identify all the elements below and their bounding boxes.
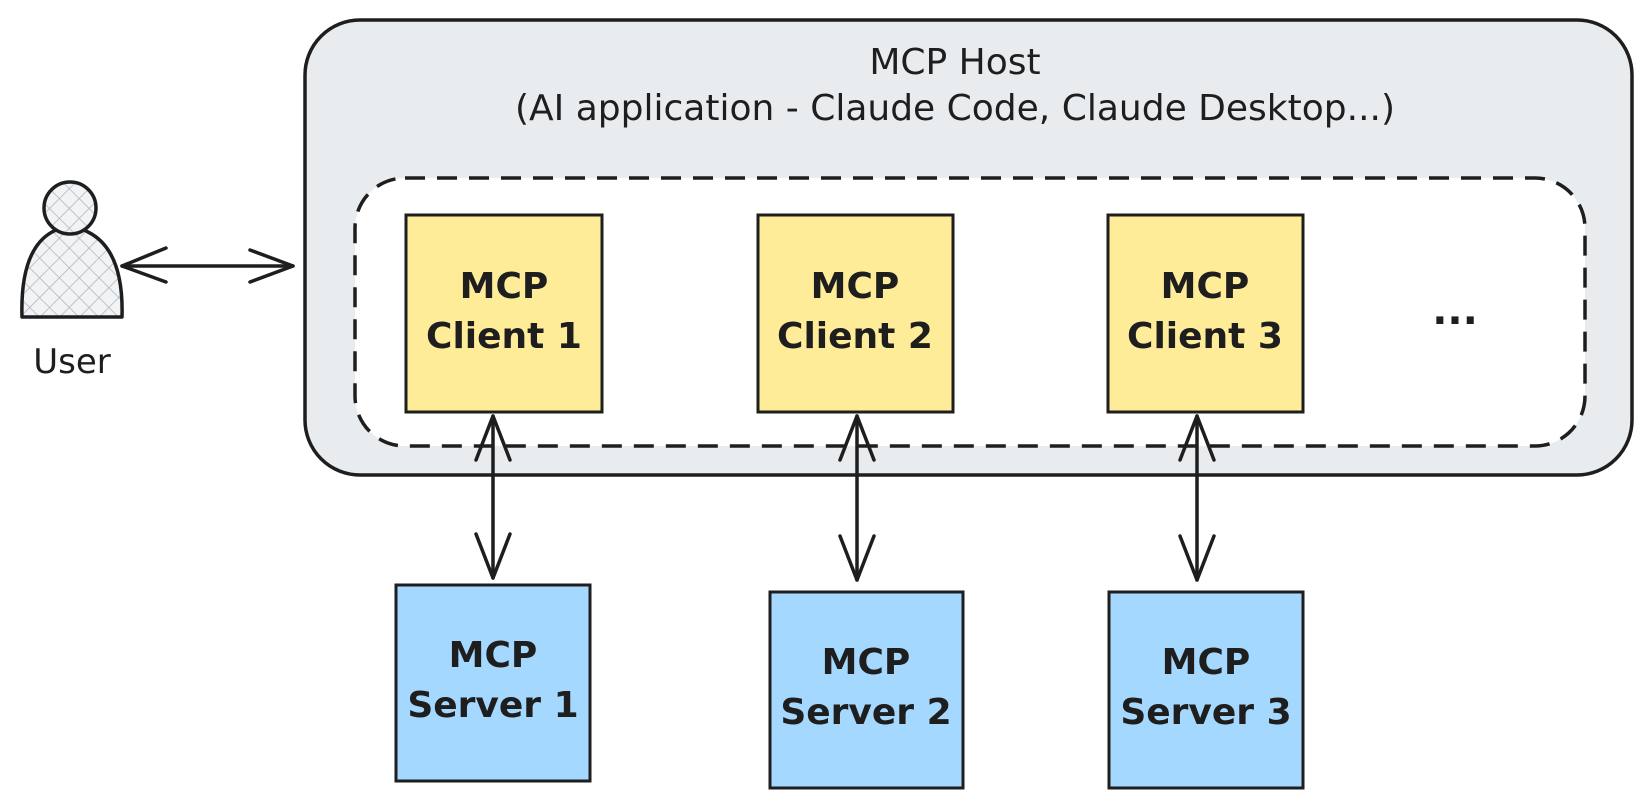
client-3-line1: MCP [1161,266,1250,307]
user-label: User [33,342,111,382]
server-2: MCP Server 2 [768,590,965,790]
mcp-host-title: MCP Host [869,42,1040,83]
more-clients-ellipsis: ... [1432,288,1478,334]
server-1-box [394,583,592,783]
user: User [20,180,124,382]
server-2-box [768,590,965,790]
client-3-line2: Client 3 [1127,316,1283,357]
client-1-line1: MCP [460,266,549,307]
mcp-host-subtitle: (AI application - Claude Code, Claude De… [515,88,1395,129]
user-icon [20,180,124,319]
client-server-arrow-3 [1178,414,1216,582]
server-1-line2: Server 1 [407,685,578,726]
server-3-line1: MCP [1162,642,1251,683]
server-3-box [1107,590,1305,790]
client-3: MCP Client 3 [1106,213,1305,414]
user-host-arrow [120,246,295,284]
server-3-line2: Server 3 [1120,692,1291,733]
server-1-line1: MCP [449,635,538,676]
server-3: MCP Server 3 [1107,590,1305,790]
client-3-box [1106,213,1305,414]
server-2-line2: Server 2 [780,692,951,733]
client-1-box [404,213,604,414]
client-1-line2: Client 1 [426,316,582,357]
server-2-line1: MCP [822,642,911,683]
client-2-line1: MCP [811,266,900,307]
client-2-box [756,213,955,414]
server-1: MCP Server 1 [394,583,592,783]
client-2-line2: Client 2 [777,316,933,357]
client-2: MCP Client 2 [756,213,955,414]
client-server-arrow-1 [474,414,512,580]
client-1: MCP Client 1 [404,213,604,414]
client-server-arrow-2 [838,414,876,582]
